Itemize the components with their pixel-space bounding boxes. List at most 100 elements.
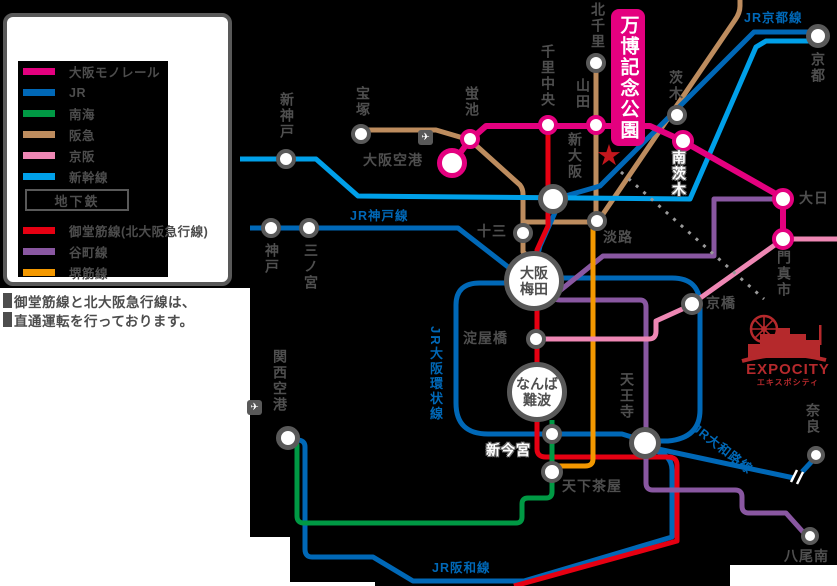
line-jr-loop-west [453,280,649,445]
legend-item-5: 新幹線 [23,166,108,187]
station-label-awaji: 淡路 [603,229,633,245]
station-nara [807,446,825,464]
legend-subway-item-swatch-1 [23,248,55,255]
legend-subway-title: 地下鉄 [25,189,129,211]
station-takarazuka [351,124,371,144]
line-label-jr-hanwa-line: JR阪和線 [432,561,491,575]
line-label-jr-kyoto-line: JR京都線 [744,11,803,25]
station-label-nara: 奈良 [805,403,821,435]
line-jr-kobe [250,225,514,272]
legend-item-3: 阪急 [23,124,95,145]
legend-item-swatch-0 [23,68,55,75]
legend-item-label-4: 京阪 [69,150,96,164]
line-jr-yamatoji [657,446,795,481]
legend-subway-item-0: 御堂筋線(北大阪急行線) [23,220,208,241]
legend-item-swatch-4 [23,152,55,159]
station-yamada [586,115,606,135]
expocity-logo-icon [741,314,827,363]
station-namba [507,362,567,422]
station-label-dainichi: 大日 [799,190,829,206]
station-yao-minami [801,527,819,545]
note-line-1: 直通運転を行っております。 [3,310,196,329]
legend-item-swatch-5 [23,173,55,180]
station-label-senri-chuo: 千里中央 [540,44,556,108]
note-text-0: 御堂筋線と北大阪急行線は、 [14,294,196,310]
station-kyoto [806,24,830,48]
station-kyobashi [681,293,703,315]
station-label-shin-kobe: 新神戸 [279,92,295,140]
line-break-mark [789,469,805,485]
legend-subway-item-label-2: 堺筋線 [69,267,109,281]
banner-label: 万博記念公園 [617,14,639,141]
line-hankyu-kyoto-north [598,0,743,219]
station-minami-ibaraki [672,130,694,152]
kansai-airport-icon: ✈ [247,400,262,415]
station-senri-chuo [538,115,558,135]
station-awaji [587,211,607,231]
station-label-kadoma-shi: 門真市 [776,250,792,298]
station-label-juso: 十三 [477,223,507,239]
expocity-name: EXPOCITY [746,361,830,378]
station-sannomiya [299,218,319,238]
legend-item-1: JR [23,82,86,103]
station-label-shin-imamiya: 新今宮 [486,442,531,458]
legend-subway-item-1: 谷町線 [23,241,108,262]
banpaku-kinen-koen-banner: 万博記念公園 [611,9,645,146]
line-sakaisuji [558,226,596,469]
note-bullet-0 [3,293,12,308]
note-text-1: 直通運転を行っております。 [14,313,194,329]
station-label-minami-ibaraki: 南茨木 [671,150,687,198]
station-label-yodoyabashi: 淀屋橋 [463,330,508,346]
station-name-osaka-umeda: 大阪梅田 [520,265,548,297]
station-tennoji [629,427,661,459]
station-kobe [261,218,281,238]
line-nankai [289,420,555,526]
station-yodoyabashi [526,329,546,349]
station-shin-kobe [276,149,296,169]
legend-subway-item-swatch-0 [23,227,55,234]
station-label-kyobashi: 京橋 [706,295,736,311]
note-line-0: 御堂筋線と北大阪急行線は、 [3,291,196,310]
station-label-kita-senri: 北千里 [590,2,606,50]
line-hankyu-takarazuka [361,127,534,262]
station-kita-senri [586,53,606,73]
station-osaka-umeda [504,251,564,311]
line-label-jr-osaka-loop-line: JR大阪環状線 [428,326,443,422]
station-shin-osaka [538,184,568,214]
station-juso [513,223,533,243]
station-label-hotarugaike: 蛍池 [464,86,480,118]
legend-subway-item-2: 堺筋線 [23,262,108,283]
station-hotarugaike [460,129,480,149]
station-label-yao-minami: 八尾南 [784,548,829,564]
legend-subway-item-label-1: 谷町線 [69,246,109,260]
station-label-yamada: 山田 [575,78,591,110]
station-label-shin-osaka: 新大阪 [567,132,583,180]
legend-item-swatch-2 [23,110,55,117]
legend-item-label-0: 大阪モノレール [69,66,161,80]
legend-item-swatch-1 [23,89,55,96]
station-label-sannomiya: 三ノ宮 [303,243,319,291]
map-background-cutout [730,565,837,586]
station-kadoma-shi [772,228,794,250]
line-jr-hanwa [296,437,675,584]
station-label-tengachaya: 天下茶屋 [562,478,622,494]
expocity-subtitle: エキスポシティ [756,378,820,387]
station-osaka-airport [437,148,467,178]
line-shinkansen [240,38,818,202]
station-label-tennoji: 天王寺 [619,372,635,420]
map-background-cutout [0,288,250,586]
osaka-airport-icon: ✈ [418,130,433,145]
line-jr-loop-east [556,275,703,444]
legend-item-2: 南海 [23,103,95,124]
station-name-namba: なんば難波 [516,376,558,408]
station-label-takarazuka: 宝塚 [355,86,371,118]
destination-star-icon: ★ [596,140,622,172]
station-label-kobe: 神戸 [264,243,280,275]
dotted-connector [620,170,765,301]
station-label-osaka-airport: 大阪空港 [363,152,423,168]
station-dainichi [772,188,794,210]
station-label-kansai-airport: 関西空港 [272,349,288,413]
line-label-jr-kobe-line: JR神戸線 [350,209,409,223]
legend-item-0: 大阪モノレール [23,61,160,82]
